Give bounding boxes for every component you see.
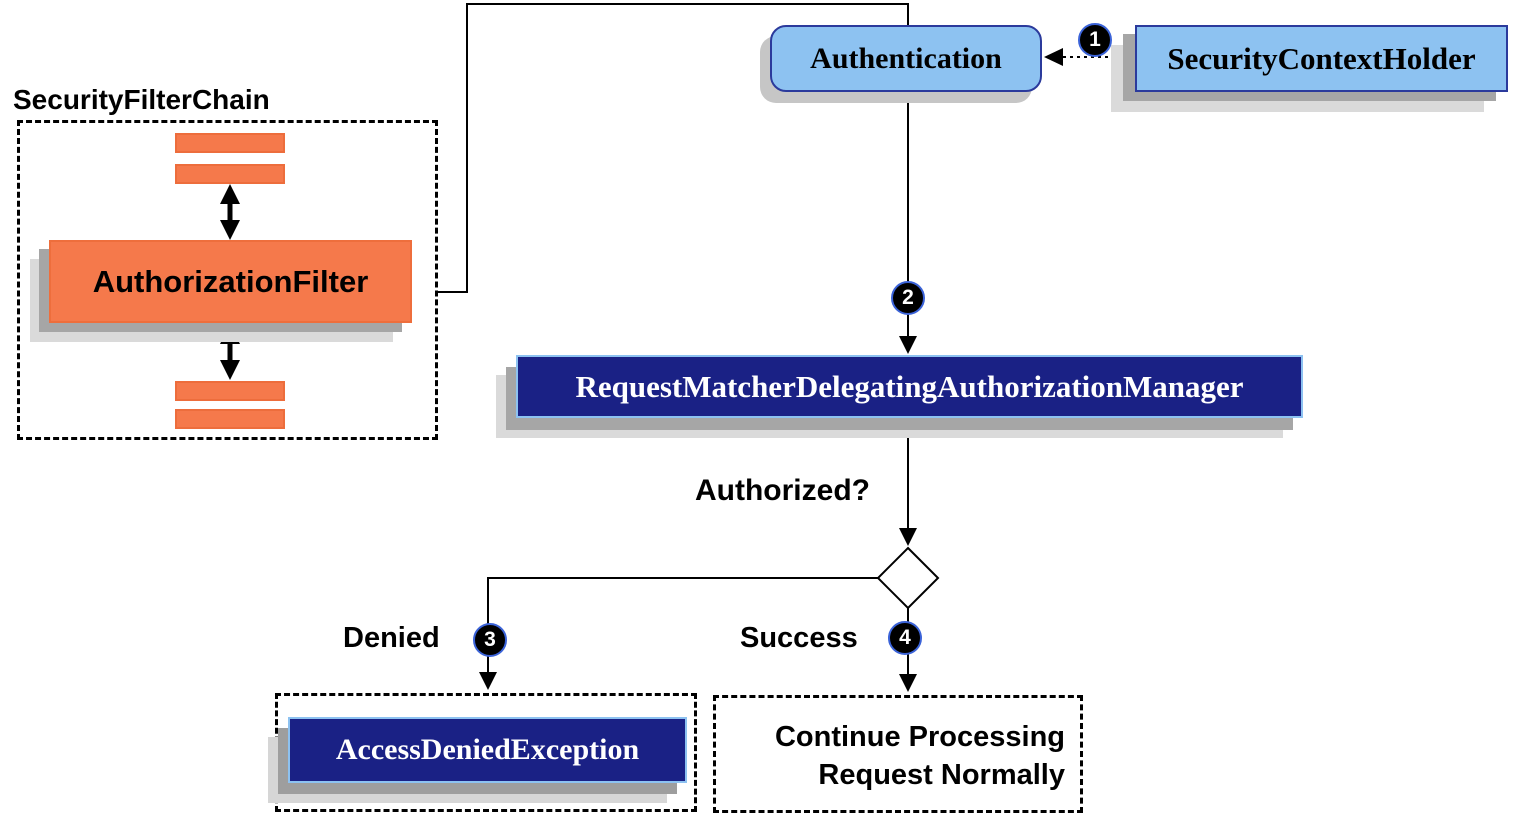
authorization-manager-node: RequestMatcherDelegatingAuthorizationMan…: [516, 355, 1303, 418]
step-2-badge: 2: [891, 281, 925, 315]
denied-arrowhead-icon: [479, 672, 497, 690]
step-1-badge: 1: [1078, 23, 1112, 57]
security-filter-chain-box: [17, 120, 438, 440]
down-arrowhead-icon: [220, 360, 240, 380]
filter-placeholder-bar: [175, 133, 285, 153]
security-context-holder-node: SecurityContextHolder: [1135, 25, 1508, 92]
authorization-filter-node: AuthorizationFilter: [49, 240, 412, 323]
security-filter-chain-title: SecurityFilterChain: [13, 84, 270, 115]
up-arrowhead-icon: [220, 324, 240, 344]
authorized-question-label: Authorized?: [695, 474, 870, 507]
continue-processing-line: Request Normally: [818, 759, 1065, 791]
step-4-badge: 4: [888, 621, 922, 655]
denied-outcome-box: [275, 693, 697, 812]
continue-processing-box: Continue Processing Request Normally: [713, 695, 1083, 813]
access-denied-exception-node: AccessDeniedException: [288, 717, 687, 783]
authentication-node: Authentication: [770, 25, 1042, 92]
decision-diamond: [876, 546, 940, 610]
success-arrowhead-icon: [899, 674, 917, 692]
filter-placeholder-bar: [175, 409, 285, 429]
decision-arrowhead-icon: [899, 528, 917, 546]
success-branch-label: Success: [740, 622, 858, 654]
filter-placeholder-bar: [175, 381, 285, 401]
denied-branch-label: Denied: [343, 622, 440, 654]
continue-processing-line: Continue Processing: [774, 721, 1065, 753]
down-arrowhead-icon: [220, 220, 240, 240]
filter-to-manager-connector-line: [438, 3, 909, 340]
up-arrowhead-icon: [220, 184, 240, 204]
authentication-arrowhead-icon: [1044, 48, 1063, 66]
manager-arrowhead-icon: [899, 336, 917, 354]
step-3-badge: 3: [473, 623, 507, 657]
filter-placeholder-bar: [175, 164, 285, 184]
